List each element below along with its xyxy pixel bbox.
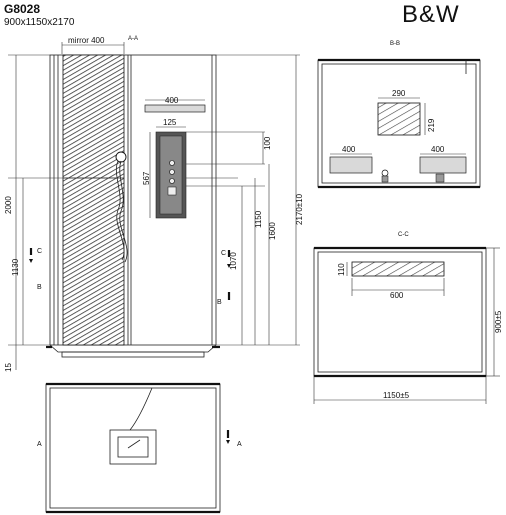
cc-600-dimension: 600: [390, 291, 404, 300]
model-size: 900x1150x2170: [4, 17, 75, 28]
section-b-mark-left: B: [37, 284, 42, 291]
dim-2000: 2000: [4, 196, 13, 214]
cc-110-dimension: 110: [337, 263, 346, 276]
section-b-mark-right: B: [217, 299, 222, 306]
section-c-mark-right: C: [221, 250, 226, 257]
dim-1600: 1600: [268, 222, 277, 240]
panel-567-dimension: 567: [142, 171, 151, 185]
section-a-mark-right: A: [237, 441, 242, 448]
section-aa-label: A-A: [128, 36, 138, 42]
brand-logo: B&W: [402, 1, 460, 28]
section-a-mark-left: A: [37, 441, 42, 448]
dim-15: 15: [4, 363, 13, 372]
section-bb-label: B-B: [390, 41, 400, 47]
bb-290-dimension: 290: [392, 89, 406, 98]
model-code: G8028: [4, 2, 40, 16]
dim-1150: 1150: [254, 210, 263, 228]
section-c-mark-left: C: [37, 248, 42, 255]
shelf-400-dimension: 400: [165, 96, 179, 105]
section-bb-ceiling-view: B-B 290 219 400 400: [317, 41, 481, 189]
section-cc-plan-view: C-C 110 600 900±5 1150±5: [313, 232, 503, 404]
panel-125-dimension: 125: [163, 118, 177, 127]
cc-900-dimension: 900±5: [494, 310, 503, 333]
bb-400-right-dimension: 400: [431, 145, 445, 154]
bottom-tray-view: A A: [37, 382, 242, 514]
cc-1150-dimension: 1150±5: [383, 391, 410, 400]
dim-100: 100: [263, 136, 272, 150]
dim-1070: 1070: [229, 252, 238, 270]
section-cc-label: C-C: [398, 232, 409, 238]
mirror-dimension: mirror 400: [68, 36, 105, 45]
dim-1130: 1130: [11, 258, 20, 276]
bb-400-left-dimension: 400: [342, 145, 356, 154]
bb-219-dimension: 219: [427, 118, 436, 132]
dim-2170: 2170±10: [295, 193, 304, 225]
section-aa-front-view: mirror 400 A-A 400 125 567: [4, 36, 304, 372]
